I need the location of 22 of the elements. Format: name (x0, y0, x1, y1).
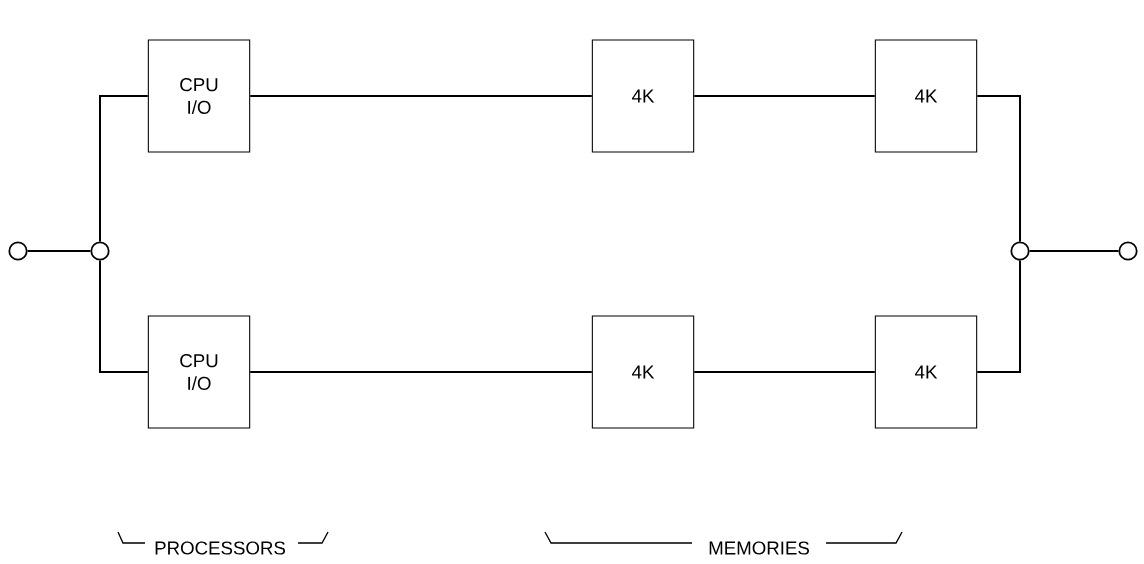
connector-line (249, 95, 593, 97)
processor-box: CPU I/O (147, 39, 251, 153)
terminal-circle (90, 241, 110, 261)
terminal-circle (8, 241, 28, 261)
processor-box: 4K (591, 39, 695, 153)
connector-line (99, 259, 149, 373)
terminal-circle (1010, 241, 1030, 261)
connector-line (26, 250, 92, 252)
connector-line (693, 95, 876, 97)
processor-box: 4K (874, 39, 978, 153)
connector-line (99, 95, 149, 243)
terminal-circle (1118, 241, 1138, 261)
connector-line (976, 95, 1021, 243)
connector-line (249, 371, 593, 373)
processor-box: 4K (874, 315, 978, 429)
connector-line (976, 259, 1021, 373)
connector-line (1028, 250, 1120, 252)
processor-box: CPU I/O (147, 315, 251, 429)
processor-box: 4K (591, 315, 695, 429)
group-label: MEMORIES (709, 541, 809, 555)
group-label: PROCESSORS (155, 541, 286, 555)
connector-line (693, 371, 876, 373)
